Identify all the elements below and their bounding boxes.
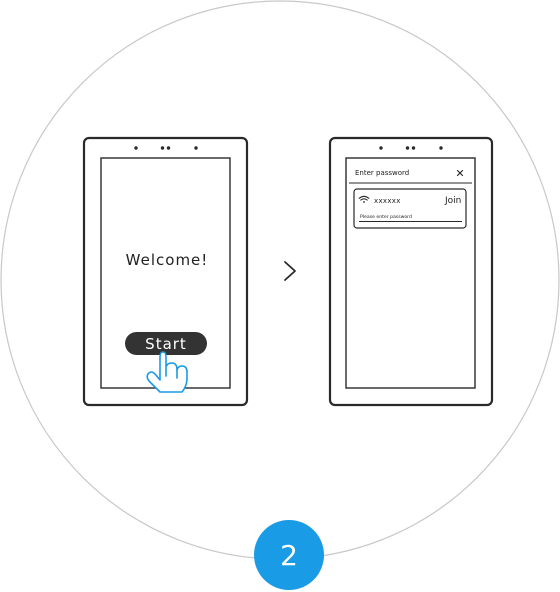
right-tablet-camera xyxy=(379,146,443,150)
network-name: xxxxxx xyxy=(374,197,401,205)
right-tablet: Enter password xxxxxx Join Please enter … xyxy=(328,136,494,407)
start-button-label: Start xyxy=(145,335,187,353)
step-badge: 2 xyxy=(254,520,324,590)
network-card: xxxxxx Join Please enter password xyxy=(353,188,467,229)
welcome-text: Welcome! xyxy=(126,251,209,269)
chevron-right-icon xyxy=(284,261,296,281)
step-number: 2 xyxy=(280,539,298,572)
hand-pointer-icon xyxy=(146,351,188,393)
wifi-icon xyxy=(358,195,370,203)
left-tablet: Welcome! Start xyxy=(82,136,249,407)
start-button[interactable]: Start xyxy=(125,332,207,355)
join-button[interactable]: Join xyxy=(444,196,461,206)
close-icon[interactable] xyxy=(456,169,464,177)
left-tablet-camera xyxy=(134,146,198,150)
dialog-title: Enter password xyxy=(355,169,409,177)
password-field[interactable]: Please enter password xyxy=(360,214,412,220)
